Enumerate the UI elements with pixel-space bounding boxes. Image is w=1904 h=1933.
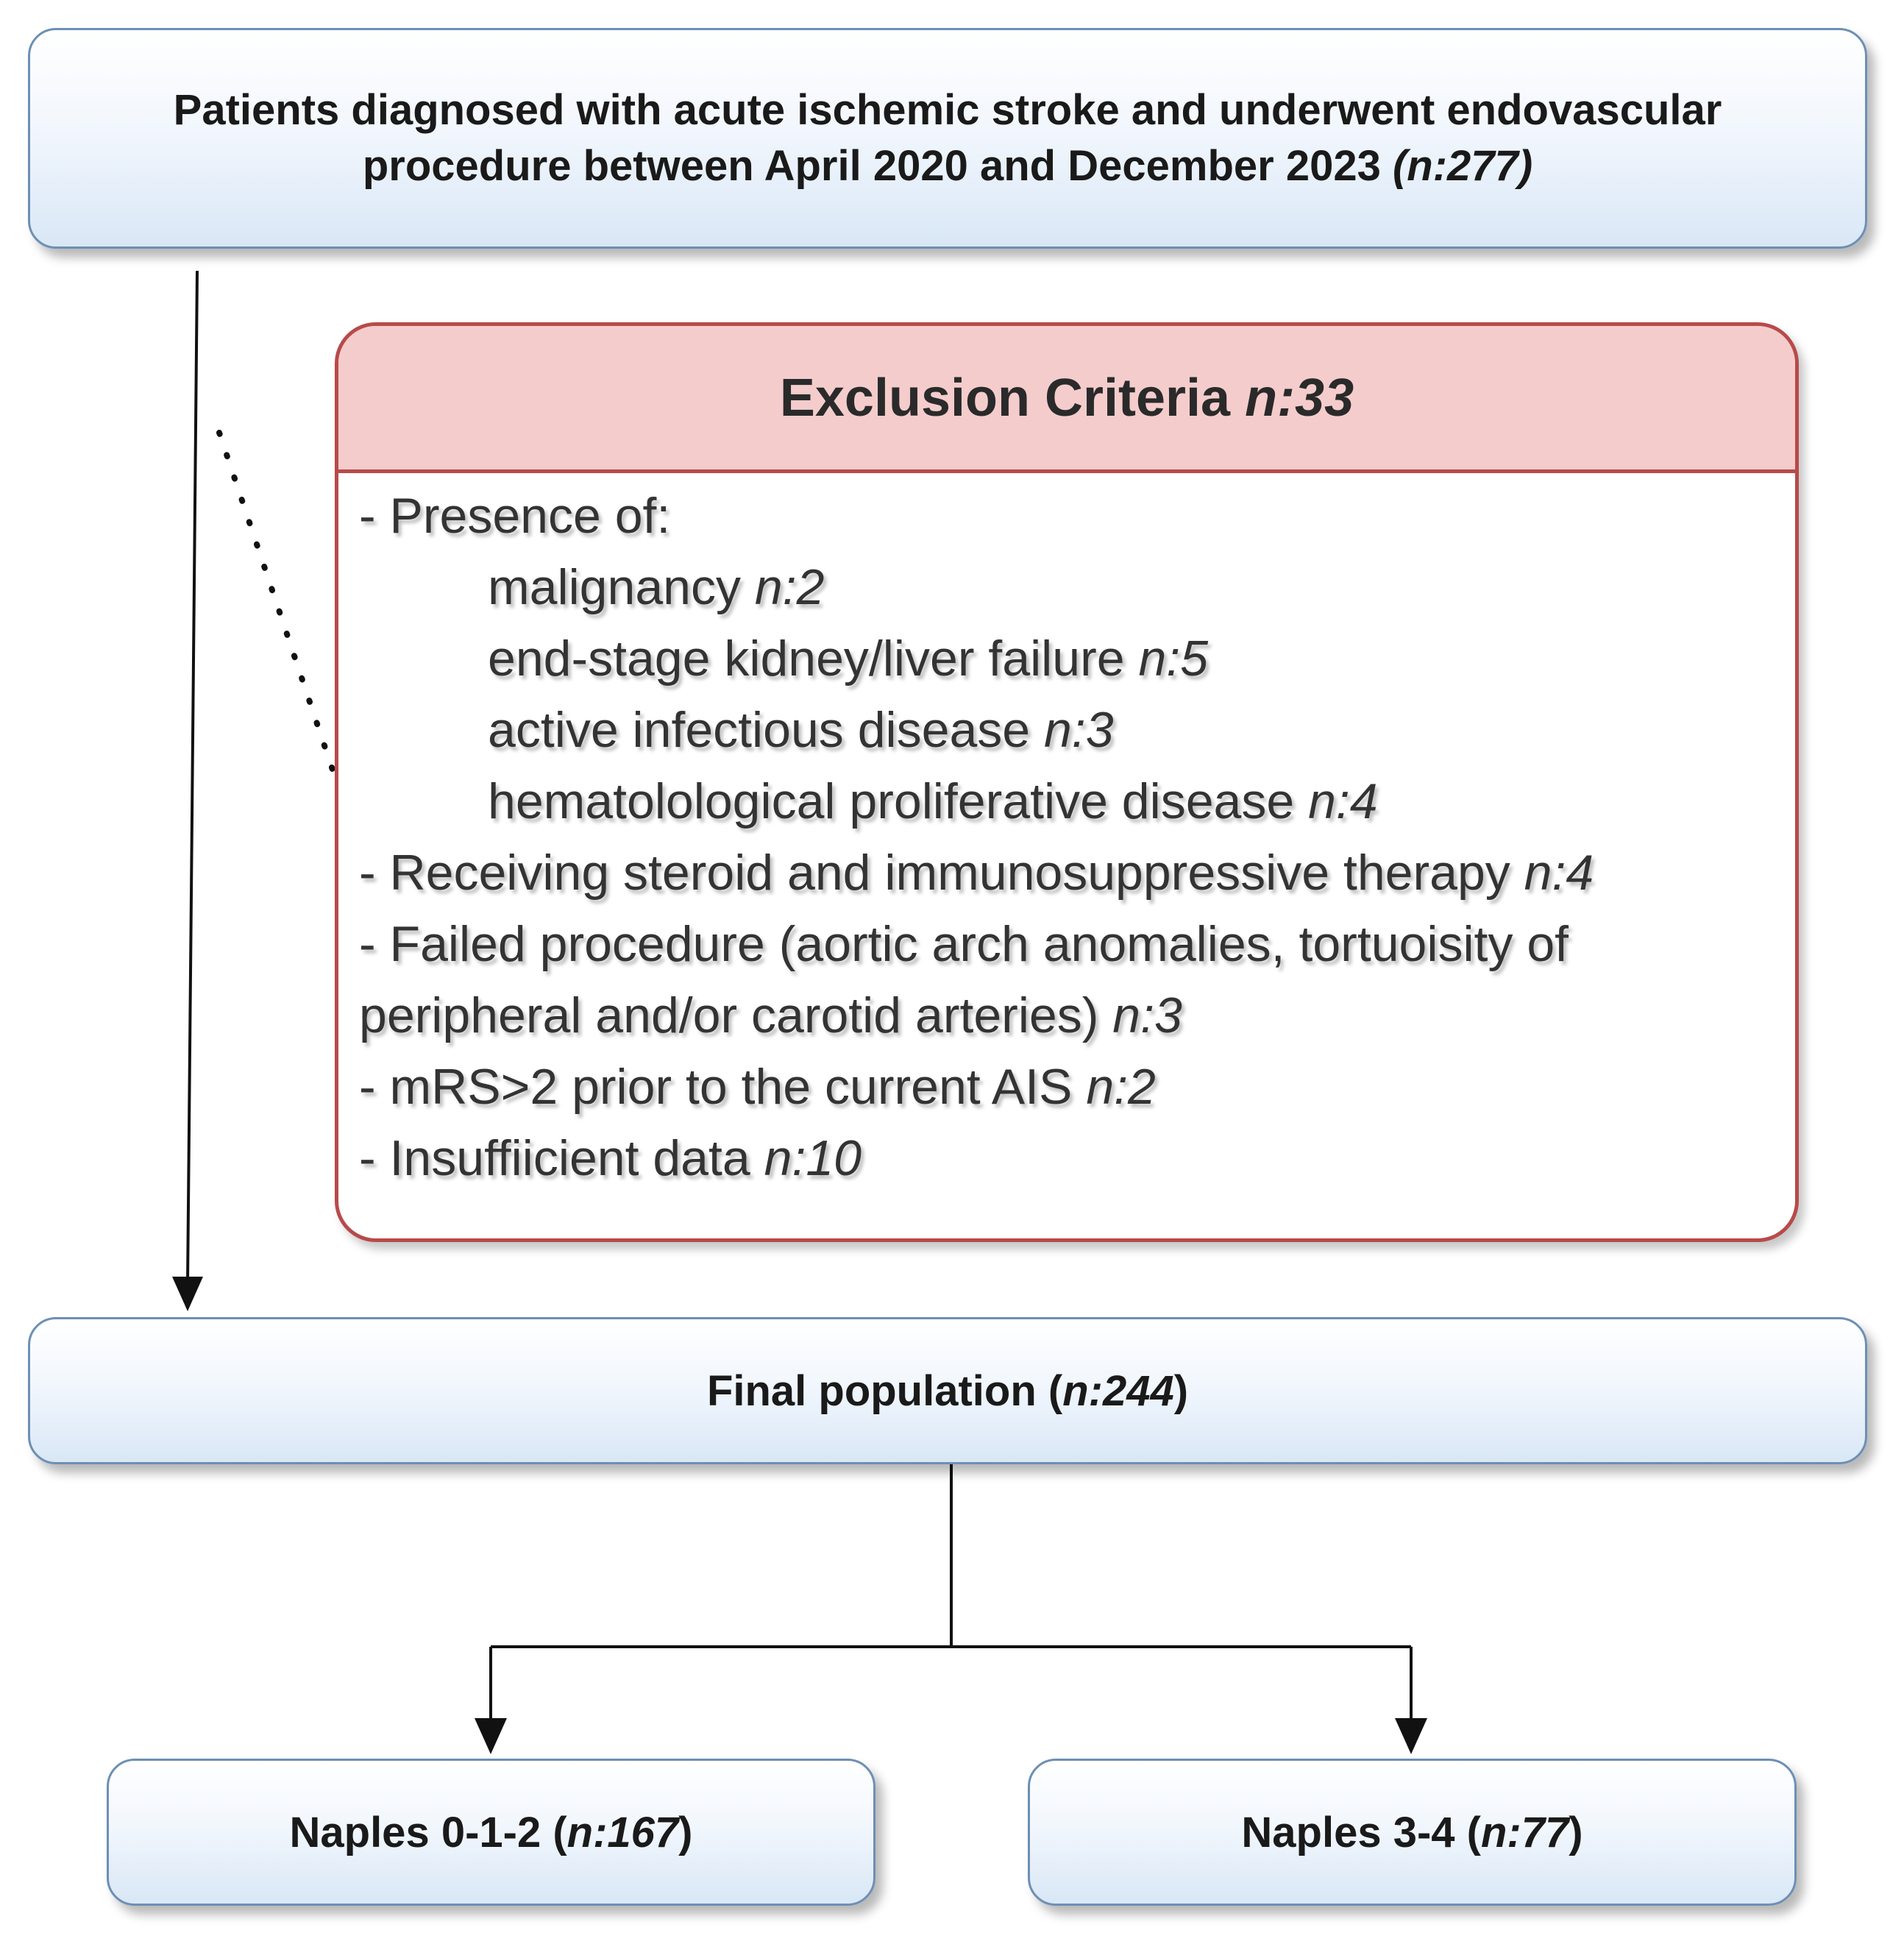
arrowhead-final — [172, 1277, 203, 1311]
criterion-presence-of: - Presence of: — [359, 480, 1795, 552]
naples-high-label: Naples 3-4 — [1241, 1808, 1455, 1856]
dotted-exclusion-link — [216, 430, 338, 779]
exclusion-title-count: n:33 — [1245, 368, 1354, 428]
criterion-text: - Failed procedure (aortic arch anomalie… — [359, 916, 1569, 1043]
exclusion-title: Exclusion Criteria — [779, 368, 1231, 428]
criterion-count: n:3 — [1112, 987, 1182, 1043]
naples-high-count: n:77 — [1481, 1808, 1569, 1856]
criterion-text: end-stage kidney/liver failure — [488, 631, 1125, 687]
arrowhead-naples-high — [1395, 1718, 1427, 1754]
criterion-steroid-therapy: - Receiving steroid and immunosuppressiv… — [359, 837, 1795, 909]
exclusion-list: - Presence of: malignancy n:2 end-stage … — [338, 473, 1795, 1194]
exclusion-criteria-box: Exclusion Criteria n:33 - Presence of: m… — [335, 322, 1799, 1242]
criterion-failed-procedure: - Failed procedure (aortic arch anomalie… — [359, 909, 1795, 1051]
final-population-label: Final population — [706, 1366, 1037, 1415]
criterion-count: n:10 — [764, 1130, 862, 1186]
naples-low-label: Naples 0-1-2 — [289, 1808, 541, 1856]
criterion-text: - mRS>2 prior to the current AIS — [359, 1059, 1073, 1115]
naples-low-box: Naples 0-1-2 (n:167) — [107, 1759, 875, 1906]
naples-low-count: n:167 — [566, 1808, 679, 1856]
criterion-text: - Receiving steroid and immunosuppressiv… — [359, 845, 1510, 901]
study-population-box: Patients diagnosed with acute ischemic s… — [28, 28, 1867, 249]
criterion-organ-failure: end-stage kidney/liver failure n:5 — [359, 623, 1795, 695]
criterion-count: n:4 — [1308, 773, 1378, 829]
criterion-count: n:4 — [1524, 845, 1594, 901]
criterion-text: active infectious disease — [488, 702, 1031, 758]
criterion-mrs: - mRS>2 prior to the current AIS n:2 — [359, 1051, 1795, 1123]
final-population-count: n:244 — [1062, 1366, 1174, 1415]
criterion-count: n:3 — [1043, 702, 1114, 758]
study-population-count: (n:277) — [1392, 142, 1533, 190]
criterion-count: n:5 — [1138, 631, 1209, 687]
criterion-text: - Presence of: — [359, 488, 671, 544]
study-population-text: Patients diagnosed with acute ischemic s… — [173, 86, 1722, 190]
criterion-malignancy: malignancy n:2 — [359, 552, 1795, 623]
arrow-top-to-final — [186, 270, 199, 1285]
arrowhead-naples-low — [475, 1718, 507, 1754]
criterion-insufficient-data: - Insuffiicient data n:10 — [359, 1123, 1795, 1194]
final-population-box: Final population (n:244) — [28, 1317, 1867, 1464]
criterion-count: n:2 — [1086, 1059, 1156, 1115]
criterion-count: n:2 — [754, 559, 825, 615]
criterion-infectious-disease: active infectious disease n:3 — [359, 695, 1795, 766]
exclusion-header: Exclusion Criteria n:33 — [338, 326, 1795, 473]
naples-high-box: Naples 3-4 (n:77) — [1028, 1759, 1797, 1906]
criterion-hematological-disease: hematolological proliferative disease n:… — [359, 766, 1795, 837]
criterion-text: hematolological proliferative disease — [488, 773, 1295, 829]
criterion-text: malignancy — [488, 559, 741, 615]
criterion-text: - Insuffiicient data — [359, 1130, 750, 1186]
